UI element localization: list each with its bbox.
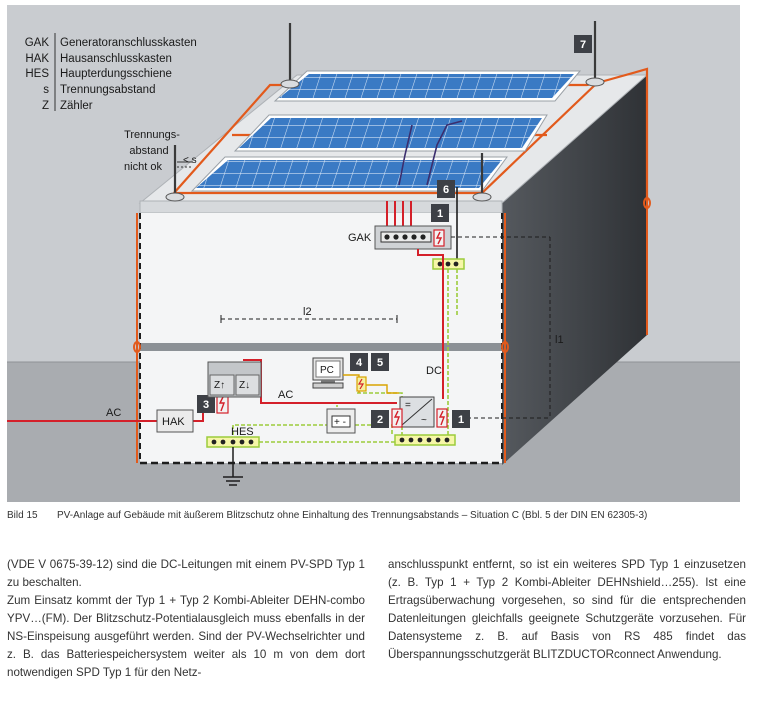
legend-text-z: Zähler: [60, 100, 93, 112]
svg-text:5: 5: [377, 357, 383, 369]
s-label: < s: [183, 155, 197, 166]
svg-text:4: 4: [356, 357, 363, 369]
svg-text:1: 1: [437, 208, 443, 220]
svg-text:PC: PC: [320, 365, 334, 376]
legend-text-s: Trennungsabstand: [60, 84, 155, 96]
data-spd: [356, 376, 367, 392]
earth-symbol: [223, 447, 243, 486]
inverter: = ~: [399, 396, 435, 428]
svg-text:=: =: [405, 400, 411, 411]
svg-text:7: 7: [580, 39, 586, 51]
svg-text:2: 2: [377, 414, 383, 426]
legend-text-gak: Generatoranschlusskasten: [60, 37, 197, 49]
dc-label: DC: [426, 365, 442, 377]
caption-number: Bild 15: [7, 510, 38, 521]
body-paragraph-right: anschlusspunkt entfernt, so ist ein weit…: [388, 558, 746, 661]
body-text-right: anschlusspunkt entfernt, so ist ein weit…: [388, 556, 746, 664]
battery-icon: + -: [326, 408, 356, 434]
badge-4: 4: [350, 353, 368, 371]
svg-text:+ -: + -: [334, 417, 346, 428]
badge-7: 7: [574, 35, 592, 53]
legend-text-hes: Haupterdungsschiene: [60, 68, 172, 80]
body-paragraph-left: (VDE V 0675-39-12) sind die DC-Leitungen…: [7, 558, 365, 679]
l2-label: l2: [303, 306, 312, 318]
legend: GAK Generatoranschlusskasten HAK Hausans…: [25, 33, 197, 112]
legend-text-hak: Hausanschlusskasten: [60, 53, 172, 65]
meter-cabinet: Z↑ Z↓: [207, 361, 262, 398]
pa-bar-roof: [432, 258, 465, 270]
building-side-wall: [502, 75, 647, 465]
legend-abbr-gak: GAK: [25, 37, 50, 49]
pc-icon: PC: [312, 357, 344, 389]
caption-text: PV-Anlage auf Gebäude mit äußerem Blitzs…: [57, 510, 648, 521]
svg-text:HAK: HAK: [162, 416, 185, 428]
gak-box: GAK: [348, 225, 452, 250]
svg-text:3: 3: [203, 399, 209, 411]
floor-slab: [140, 343, 502, 351]
svg-text:GAK: GAK: [348, 232, 372, 244]
svg-text:1: 1: [458, 414, 464, 426]
spd-3: 3: [197, 394, 229, 414]
badge-6: 6: [437, 180, 455, 198]
separation-note: Trennungs- abstand nicht ok: [124, 129, 180, 173]
l1-label: l1: [555, 334, 564, 346]
pa-bar-lower: [394, 434, 456, 446]
svg-text:Trennungs-: Trennungs-: [124, 129, 180, 141]
dc-line: [417, 249, 444, 399]
ac-left-label: AC: [106, 407, 121, 419]
svg-text:~: ~: [421, 415, 427, 426]
legend-abbr-hes: HES: [25, 68, 49, 80]
svg-text:HES: HES: [231, 426, 254, 438]
legend-abbr-z: Z: [42, 100, 49, 112]
spd-1-inverter: 1: [436, 408, 470, 428]
air-terminals: [173, 21, 597, 197]
body-text-left: (VDE V 0675-39-12) sind die DC-Leitungen…: [7, 556, 365, 682]
ac-inner-label: AC: [278, 389, 293, 401]
legend-abbr-s: s: [43, 84, 49, 96]
legend-abbr-hak: HAK: [25, 53, 49, 65]
diagram-canvas: < s GAK Generatoranschlusskasten HAK Hau…: [7, 21, 740, 502]
svg-text:nicht ok: nicht ok: [124, 161, 162, 173]
meter-consumption: Z↓: [239, 380, 250, 391]
hak-box: HAK: [156, 409, 194, 433]
solar-panels: [190, 70, 582, 192]
figure-caption: Bild 15 PV-Anlage auf Gebäude mit äußerem…: [7, 510, 747, 521]
spd-2: 2: [371, 408, 403, 428]
pv-diagram: < s GAK Generatoranschlusskasten HAK Hau…: [7, 5, 740, 502]
badge-5: 5: [371, 353, 389, 371]
svg-text:6: 6: [443, 184, 449, 196]
badge-1-gak: 1: [431, 204, 449, 222]
meter-feed-in: Z↑: [214, 380, 225, 391]
svg-text:abstand: abstand: [129, 145, 168, 157]
